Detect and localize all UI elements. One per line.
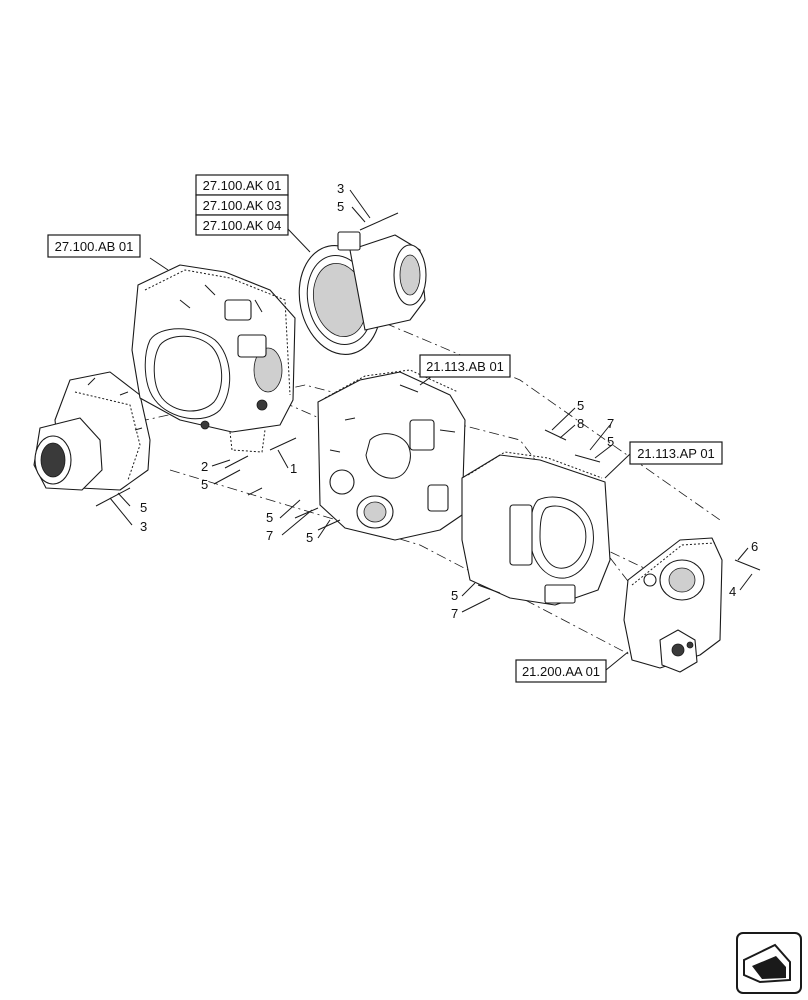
reference-box-27-100-ak-03[interactable]: 27.100.AK 03 xyxy=(195,194,289,216)
callout-numbers: 3 5 2 5 1 5 3 5 7 5 5 8 7 5 5 7 6 4 xyxy=(140,181,758,621)
svg-text:27.100.AK 01: 27.100.AK 01 xyxy=(203,178,282,193)
callout-3-top: 3 xyxy=(337,181,344,196)
fasteners xyxy=(95,212,761,594)
intermediate-housing xyxy=(461,451,611,606)
svg-text:21.113.AB 01: 21.113.AB 01 xyxy=(426,359,504,374)
callout-7-right: 7 xyxy=(607,416,614,431)
callout-5-right-b: 5 xyxy=(607,434,614,449)
svg-text:27.100.AK 03: 27.100.AK 03 xyxy=(203,198,282,213)
transmission-housing xyxy=(317,369,466,541)
callout-3-lower-left: 3 xyxy=(140,519,147,534)
svg-text:21.113.AP 01: 21.113.AP 01 xyxy=(637,446,715,461)
next-page-arrow-icon[interactable] xyxy=(736,932,802,994)
callout-5-bottom: 5 xyxy=(451,588,458,603)
reference-box-27-100-ab-01[interactable]: 27.100.AB 01 xyxy=(47,234,141,258)
reference-box-21-113-ab-01[interactable]: 21.113.AB 01 xyxy=(419,354,511,378)
callout-7-mid: 7 xyxy=(266,528,273,543)
callout-2: 2 xyxy=(201,459,208,474)
rear-axle-center-housing xyxy=(131,264,296,453)
reference-box-21-113-ap-01[interactable]: 21.113.AP 01 xyxy=(629,441,723,465)
callout-1: 1 xyxy=(290,461,297,476)
left-axle-housing xyxy=(33,371,151,491)
reference-box-27-100-ak-04[interactable]: 27.100.AK 04 xyxy=(195,214,289,236)
rear-cover-plate xyxy=(623,537,723,673)
reference-box-21-200-aa-01[interactable]: 21.200.AA 01 xyxy=(515,659,607,683)
callout-7-bottom: 7 xyxy=(451,606,458,621)
reference-box-27-100-ak-01[interactable]: 27.100.AK 01 xyxy=(195,174,289,196)
callout-5-left: 5 xyxy=(201,477,208,492)
callout-8: 8 xyxy=(577,416,584,431)
callout-5-mid-b: 5 xyxy=(306,530,313,545)
leader-lines xyxy=(109,189,753,671)
callout-5-lower-left: 5 xyxy=(140,500,147,515)
callout-5-top: 5 xyxy=(337,199,344,214)
svg-text:27.100.AK 04: 27.100.AK 04 xyxy=(203,218,282,233)
svg-text:21.200.AA 01: 21.200.AA 01 xyxy=(522,664,600,679)
callout-5-right-a: 5 xyxy=(577,398,584,413)
callout-4: 4 xyxy=(729,584,736,599)
callout-6: 6 xyxy=(751,539,758,554)
svg-text:27.100.AB 01: 27.100.AB 01 xyxy=(55,239,134,254)
callout-5-mid-a: 5 xyxy=(266,510,273,525)
ring-gear-assembly xyxy=(298,231,427,355)
